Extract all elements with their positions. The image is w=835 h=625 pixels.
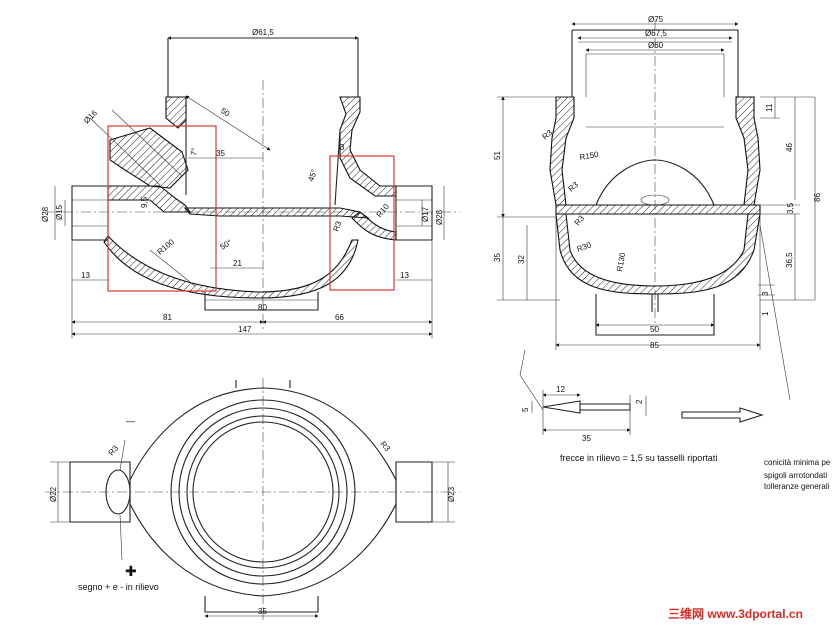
dim-d28-right: Ø28 [435, 209, 444, 225]
dim-3-5: 3,5 [786, 202, 795, 214]
general-notes: conicità minima pe spigoli arrotondati t… [764, 458, 831, 491]
dim-3-front: 3 [340, 143, 345, 152]
side-top-collar [572, 29, 739, 97]
top-left-wall [165, 96, 187, 129]
plan-inner-ring [186, 415, 340, 569]
bottom-bowl-wall [103, 235, 359, 299]
dim-r3-plan-left: R3 [107, 443, 121, 457]
plan-left-pipe [69, 461, 131, 523]
note-line-1: conicità minima pe [764, 458, 831, 467]
dim-7deg: 7° [189, 147, 199, 156]
dim-13-left: 13 [81, 271, 90, 280]
left-inlet-wall [107, 185, 192, 213]
front-section-view: Ø61,5 Ø16 50 7° 35 Ø28 Ø15 9,5 R100 50° … [41, 28, 460, 338]
dim-1: 1 [761, 311, 770, 316]
side-inner-dome [595, 159, 715, 206]
raised-arrow-head [542, 400, 581, 414]
minus-sign: — [126, 416, 135, 426]
dim-top-diameter: Ø61,5 [252, 28, 274, 37]
dim-2-arrow: 2 [635, 399, 644, 404]
dim-3-side: 3 [761, 291, 770, 296]
dim-13-right: 13 [400, 271, 409, 280]
dim-32: 32 [517, 255, 526, 264]
angled-boss [109, 127, 189, 189]
dim-45deg: 45° [306, 168, 319, 182]
dim-5-arrow: 5 [521, 407, 530, 412]
dim-36-5: 36,5 [785, 252, 794, 268]
dim-r3-plan-right: R3 [378, 440, 392, 454]
plan-bottom-foot [204, 596, 319, 613]
dim-r30: R30 [576, 240, 593, 254]
note-line-3: tolleranze generali [764, 482, 830, 491]
watermark-text: 三维网 www.3dportal.cn [668, 606, 803, 621]
dim-85: 85 [650, 341, 659, 350]
bottom-foot [204, 292, 319, 311]
dim-d67-5: Ø67,5 [645, 29, 667, 38]
dim-35-side: 35 [493, 253, 502, 262]
dim-50deg: 50° [219, 238, 234, 252]
top-right-wall [339, 96, 397, 197]
plan-outer-ring [170, 399, 356, 585]
dim-d28-left: Ø28 [41, 206, 50, 222]
dim-r10: R10 [375, 202, 392, 219]
dim-35-front: 35 [216, 149, 225, 158]
left-inlet-pipe [71, 185, 109, 241]
note-line-2: spigoli arrotondati [764, 471, 827, 480]
plan-note: segno + e - in rilievo [78, 582, 159, 592]
dim-46: 46 [785, 143, 794, 152]
dim-d17: Ø17 [421, 206, 430, 222]
dim-d60: Ø60 [648, 41, 664, 50]
dim-21: 21 [233, 259, 242, 268]
arrow-detail-note: frecce in rilievo = 1,5 su tasselli ripo… [560, 453, 717, 463]
dim-r100: R100 [156, 237, 177, 257]
highlight-box-right [329, 155, 395, 291]
dim-d16: Ø16 [82, 108, 99, 125]
dim-r3c: R3 [573, 213, 587, 227]
highlight-box-left [107, 125, 217, 292]
dim-66: 66 [335, 313, 344, 322]
side-section-view: Ø75 Ø67,5 Ø60 11 51 R3 R150 R3 46 86 3,5… [493, 15, 822, 411]
dim-d22: Ø22 [49, 486, 58, 502]
dim-d15: Ø15 [55, 204, 64, 220]
dim-51: 51 [493, 151, 502, 160]
dim-d23: Ø23 [447, 486, 456, 502]
plan-view: R3 R3 Ø22 Ø23 35 — ✚ segno + e - in rili… [45, 378, 460, 620]
side-partition [555, 204, 761, 215]
side-upper-right-wall [735, 96, 761, 206]
dim-r3-front: R3 [331, 219, 343, 232]
dim-d75: Ø75 [648, 15, 664, 24]
dim-r130: R130 [615, 251, 627, 272]
dim-80: 80 [258, 303, 267, 312]
inner-partition [183, 207, 370, 219]
dim-50-side: 50 [650, 325, 659, 334]
dim-r150: R150 [579, 150, 600, 162]
dim-81: 81 [163, 313, 172, 322]
side-lower-bowl [555, 213, 761, 295]
dim-12-arrow: 12 [556, 385, 565, 394]
dim-9-5: 9,5 [140, 196, 149, 208]
dim-35-arrow: 35 [582, 434, 591, 443]
direction-arrow [681, 407, 764, 423]
dim-147: 147 [238, 325, 252, 334]
dim-r3b: R3 [567, 180, 581, 194]
dim-35-plan: 35 [258, 607, 267, 616]
plus-sign: ✚ [125, 563, 137, 579]
side-bottom-foot [595, 294, 715, 336]
dim-86: 86 [813, 193, 822, 202]
outlet-lip [351, 211, 397, 241]
arrow-detail: 12 5 2 35 frecce in rilievo = 1,5 su tas… [521, 385, 764, 463]
dim-50: 50 [219, 106, 232, 119]
dim-11: 11 [765, 103, 774, 112]
